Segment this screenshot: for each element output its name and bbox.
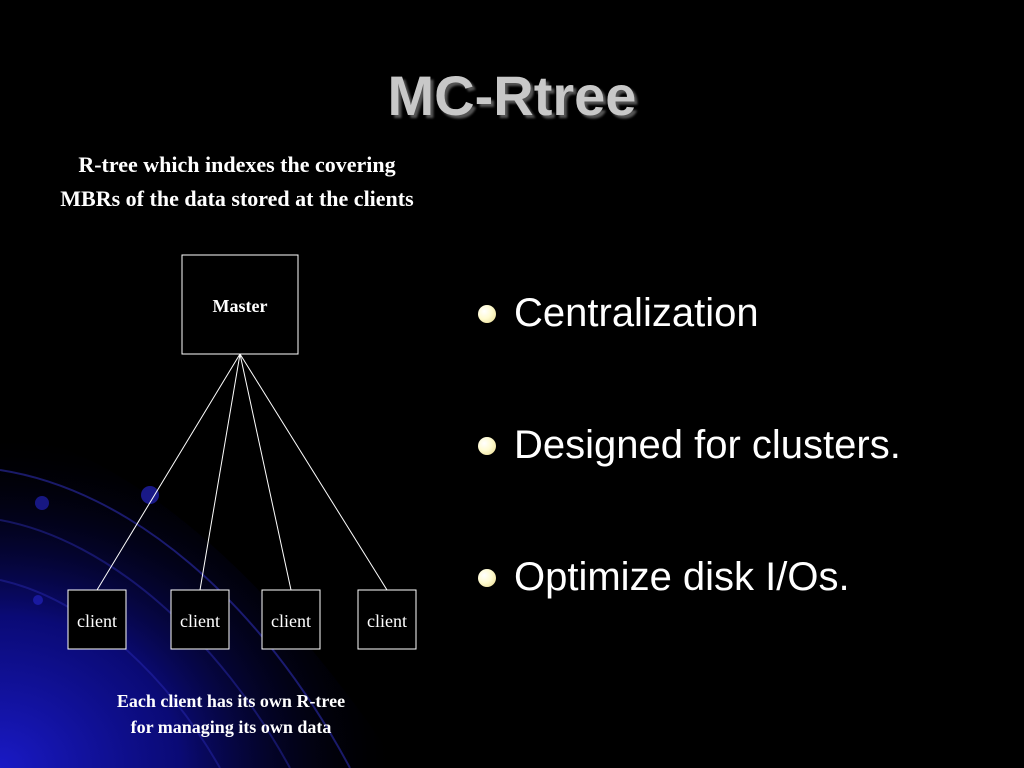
bullet-item-disk-io: Optimize disk I/Os. bbox=[478, 548, 901, 680]
client-caption-line-2: for managing its own data bbox=[130, 717, 332, 737]
slide-title: MC-Rtree bbox=[387, 64, 637, 127]
bullet-text: Centralization bbox=[514, 291, 759, 335]
bullet-dot-icon bbox=[478, 305, 496, 323]
bullet-text: Designed for clusters. bbox=[514, 423, 901, 467]
client-node-2-label: client bbox=[180, 611, 220, 631]
bullet-dot-icon bbox=[478, 437, 496, 455]
edge-master-client-2 bbox=[199, 353, 241, 591]
bullet-item-centralization: Centralization bbox=[478, 284, 901, 416]
client-caption: Each client has its own R-tree for manag… bbox=[52, 688, 410, 740]
client-node-3-label: client bbox=[271, 611, 311, 631]
client-node-1 bbox=[67, 589, 127, 650]
bullet-text: Optimize disk I/Os. bbox=[514, 555, 850, 599]
background-dot bbox=[33, 595, 43, 605]
edge-master-client-3 bbox=[239, 353, 292, 591]
bullet-list: Centralization Designed for clusters. Op… bbox=[478, 284, 901, 680]
client-node-4 bbox=[357, 589, 417, 650]
client-caption-line-1: Each client has its own R-tree bbox=[116, 691, 346, 711]
client-node-1-label: client bbox=[77, 611, 117, 631]
master-node bbox=[181, 254, 299, 355]
background-swoosh-arc bbox=[0, 469, 351, 768]
background-swoosh-arc bbox=[0, 519, 291, 768]
bullet-dot-icon bbox=[478, 569, 496, 587]
client-node-2 bbox=[170, 589, 230, 650]
master-caption: R-tree which indexes the covering MBRs o… bbox=[60, 152, 414, 211]
edge-master-client-1 bbox=[96, 353, 241, 591]
edge-master-client-4 bbox=[239, 353, 388, 591]
client-node-3 bbox=[261, 589, 321, 650]
background-dot bbox=[35, 496, 49, 510]
background-dot bbox=[141, 486, 159, 504]
client-node-4-label: client bbox=[367, 611, 407, 631]
master-node-label: Master bbox=[213, 296, 268, 316]
bullet-item-clusters: Designed for clusters. bbox=[478, 416, 901, 548]
